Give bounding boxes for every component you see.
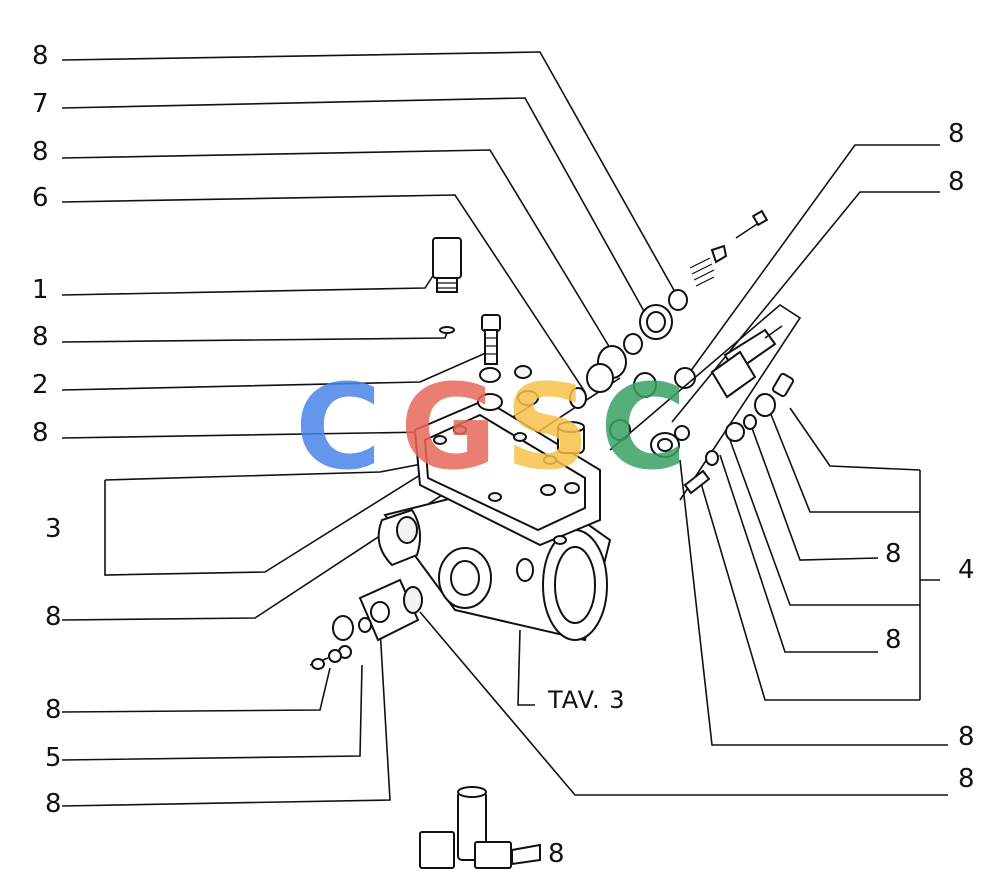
callout-left-1: 8 — [32, 41, 49, 71]
watermark-letter-s: S — [505, 358, 590, 496]
reference-label: TAV. 3 — [547, 686, 626, 714]
seal-kit-icon — [419, 786, 541, 869]
callout-right-6: 8 — [958, 722, 975, 752]
callout-right-2: 8 — [948, 167, 965, 197]
callout-left-8: 8 — [32, 418, 49, 448]
callout-left-12: 5 — [45, 743, 62, 773]
fitting-part-1 — [432, 237, 462, 334]
callouts-right: 8 8 8 4 8 8 8 — [885, 119, 975, 794]
bolt-part-2 — [477, 314, 539, 411]
callout-left-11: 8 — [45, 695, 62, 725]
watermark-letter-g: G — [400, 358, 497, 496]
injector-assembly-4 — [609, 304, 802, 501]
cgsc-watermark: C G S C — [295, 358, 687, 496]
callouts-left: 8 7 8 6 1 8 2 8 3 8 8 5 8 — [32, 41, 62, 819]
leader-lines — [61, 51, 948, 807]
callout-left-2: 7 — [32, 89, 49, 119]
callout-left-6: 8 — [32, 322, 49, 352]
callout-left-5: 1 — [32, 275, 49, 305]
watermark-letter-c1: C — [295, 358, 382, 496]
watermark-letter-c2: C — [600, 358, 687, 496]
callout-left-13: 8 — [45, 789, 62, 819]
callout-right-4: 4 — [958, 555, 975, 585]
callout-left-9: 3 — [45, 514, 62, 544]
kit-callout: 8 — [548, 839, 565, 869]
callout-right-1: 8 — [948, 119, 965, 149]
pump-housing — [377, 398, 612, 642]
callout-right-5: 8 — [885, 625, 902, 655]
callout-left-7: 2 — [32, 370, 49, 400]
valve-assembly — [569, 209, 769, 441]
callout-right-7: 8 — [958, 764, 975, 794]
callout-left-4: 6 — [32, 183, 49, 213]
callout-left-3: 8 — [32, 137, 49, 167]
callout-right-3: 8 — [885, 539, 902, 569]
callout-left-10: 8 — [45, 602, 62, 632]
cover-plate-5 — [309, 578, 423, 670]
